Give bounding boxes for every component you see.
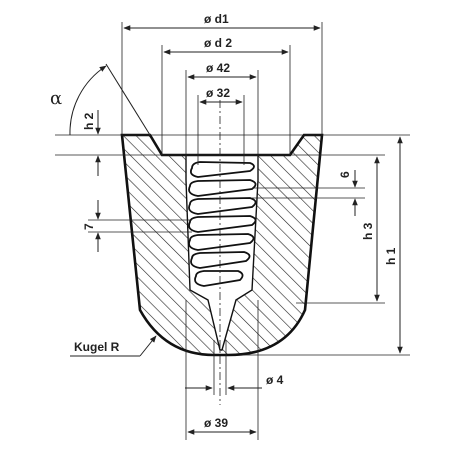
angle-alpha (69, 63, 151, 136)
label-d2: ø d 2 (204, 36, 232, 50)
label-seven: 7 (82, 223, 96, 230)
label-six: 6 (338, 171, 352, 178)
extension-lines (121, 22, 323, 440)
label-alpha: α (50, 88, 62, 109)
label-d1: ø d1 (204, 12, 229, 26)
body-outline (120, 133, 324, 357)
dim-pitch-7 (88, 200, 192, 252)
label-d39: ø 39 (204, 416, 228, 430)
label-d32: ø 32 (206, 86, 230, 100)
label-d42: ø 42 (206, 61, 230, 75)
label-h3: h 3 (361, 222, 375, 240)
label-h1: h 1 (384, 247, 398, 265)
label-d4: ø 4 (266, 373, 284, 387)
label-kugel: Kugel R (74, 340, 120, 354)
kugel-leader (70, 335, 157, 357)
dim-six (252, 170, 365, 216)
label-h2: h 2 (82, 112, 96, 130)
